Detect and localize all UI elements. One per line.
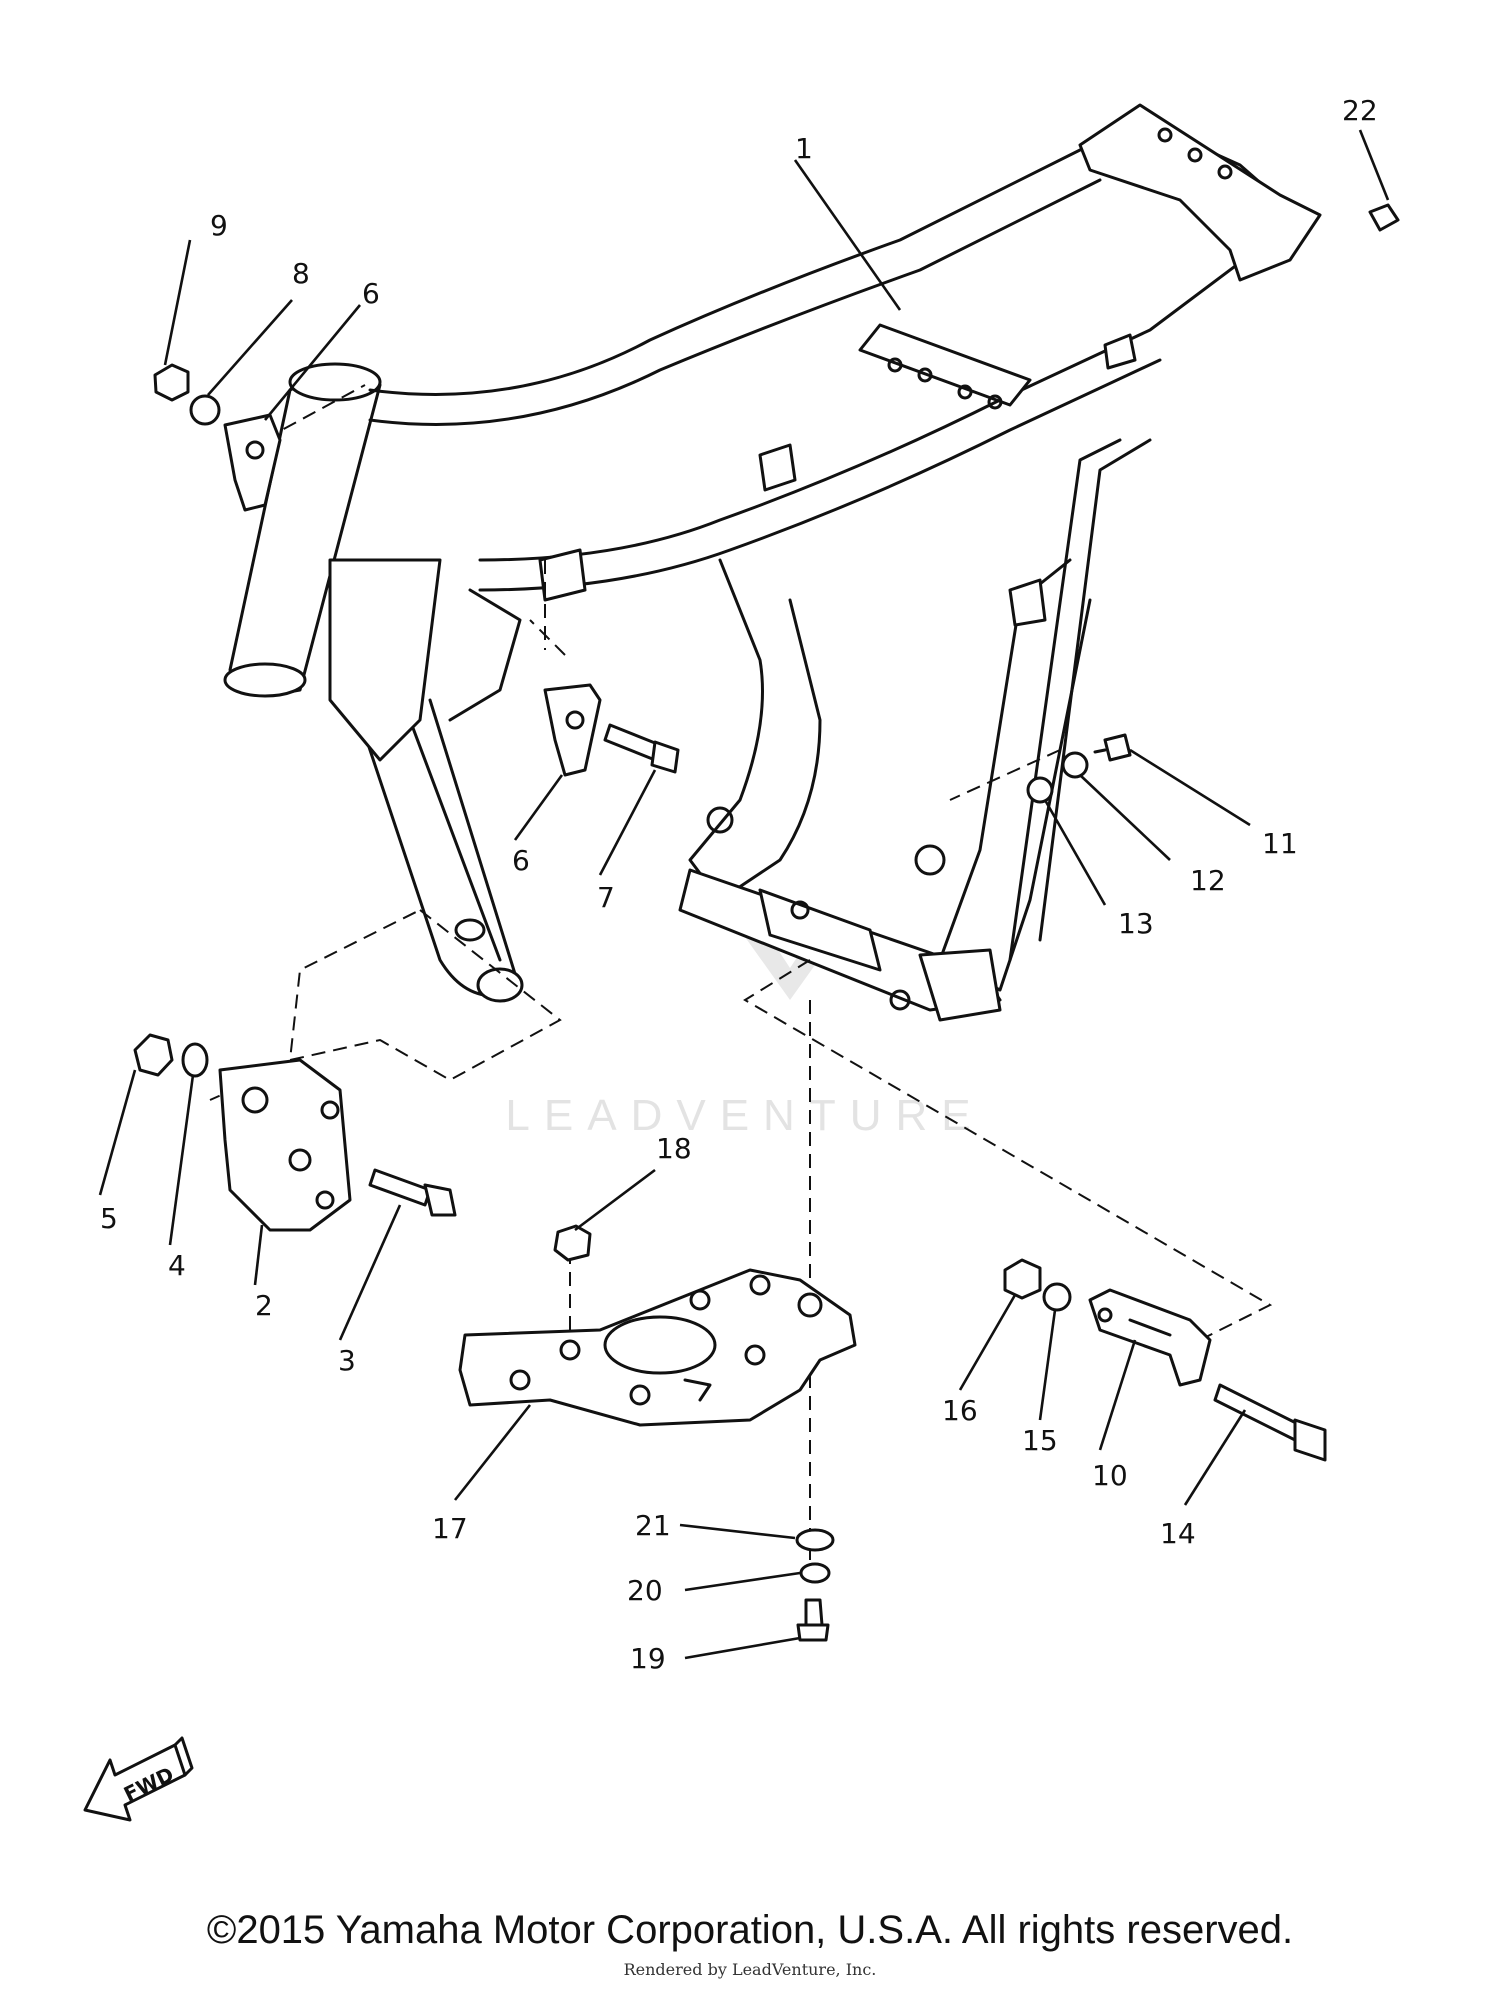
callout-16: 16: [942, 1394, 978, 1427]
callout-5: 5: [100, 1202, 118, 1235]
callout-6-upper: 6: [362, 277, 380, 310]
part-20-washer: [799, 1562, 831, 1584]
callout-12: 12: [1190, 864, 1226, 897]
watermark-text: LEADVENTURE: [505, 1091, 984, 1140]
part-2-bracket: [218, 1058, 352, 1232]
part-4-washer: [181, 1042, 209, 1078]
part-11-bolt: [1093, 733, 1132, 762]
callout-3: 3: [338, 1344, 356, 1377]
callout-2: 2: [255, 1289, 273, 1322]
callout-18: 18: [656, 1132, 692, 1165]
part-13-washer: [1026, 776, 1054, 804]
part-10-bracket: [1088, 1288, 1212, 1387]
callout-labels: 1 2 3 4 5 6 6 7 8 9 10 11 12 13 14 15 16…: [100, 94, 1378, 1675]
callout-21: 21: [635, 1509, 671, 1542]
copyright-notice: ©2015 Yamaha Motor Corporation, U.S.A. A…: [206, 1908, 1294, 1952]
callout-8: 8: [292, 257, 310, 290]
part-5-nut: [133, 1033, 174, 1077]
callout-22: 22: [1342, 94, 1378, 127]
part-7-bolt: [603, 723, 680, 774]
callout-20: 20: [627, 1574, 663, 1607]
part-8-washer: [189, 394, 221, 426]
callout-1: 1: [795, 132, 813, 165]
callout-14: 14: [1160, 1517, 1196, 1550]
callout-15: 15: [1022, 1424, 1058, 1457]
part-19-bolt: [796, 1598, 830, 1642]
fwd-arrow-icon: FWD: [83, 1736, 194, 1822]
part-18-cap: [553, 1224, 592, 1262]
part-22-plug: [1368, 203, 1400, 232]
part-6-bracket-lower: [543, 683, 602, 777]
callout-13: 13: [1118, 907, 1154, 940]
part-15-washer: [1042, 1282, 1072, 1312]
part-17-skid-plate: [458, 1268, 857, 1427]
callout-17: 17: [432, 1512, 468, 1545]
callout-10: 10: [1092, 1459, 1128, 1492]
part-9-nut: [153, 363, 190, 402]
part-12-washer: [1061, 751, 1089, 779]
part-14-bolt: [1213, 1383, 1327, 1462]
leader-lines: [98, 129, 1390, 1660]
callout-9: 9: [210, 209, 228, 242]
part-21-washer: [795, 1528, 835, 1552]
main-frame: [223, 103, 1322, 1022]
callout-19: 19: [630, 1642, 666, 1675]
callout-7: 7: [597, 881, 615, 914]
rendered-by-credit: Rendered by LeadVenture, Inc.: [623, 1960, 877, 1979]
callout-11: 11: [1262, 827, 1298, 860]
callout-4: 4: [168, 1249, 186, 1282]
part-3-bolt: [368, 1168, 457, 1217]
part-16-nut: [1003, 1258, 1042, 1300]
callout-6-lower: 6: [512, 844, 530, 877]
